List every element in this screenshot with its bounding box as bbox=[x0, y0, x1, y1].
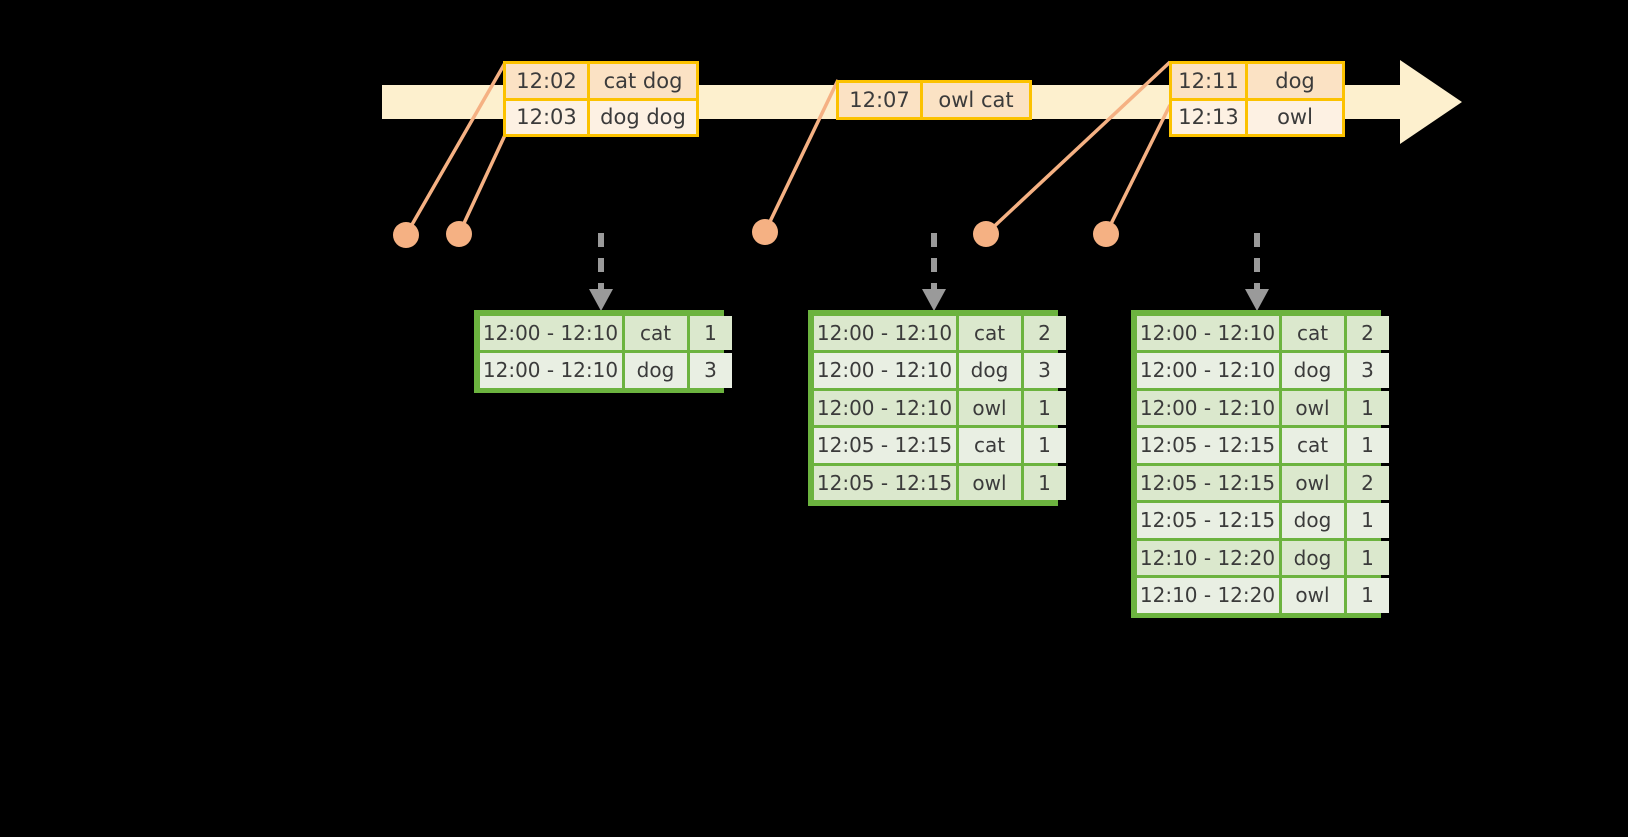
table-cell-word: cat bbox=[958, 315, 1021, 350]
table-cell-window: 12:00 - 12:10 bbox=[813, 315, 956, 350]
table-cell-count: 1 bbox=[1346, 390, 1389, 425]
event-value: owl cat bbox=[923, 83, 1029, 117]
table-cell-window: 12:05 - 12:15 bbox=[1136, 465, 1279, 500]
connector-dot bbox=[393, 222, 419, 248]
timeline-arrow-shaft-wide bbox=[1380, 85, 1406, 119]
connector-dots bbox=[393, 219, 1119, 248]
event-value: dog dog bbox=[590, 100, 696, 134]
table-cell-word: owl bbox=[1281, 465, 1344, 500]
table-cell-count: 1 bbox=[1346, 578, 1389, 613]
table-cell-window: 12:10 - 12:20 bbox=[1136, 540, 1279, 575]
table-cell-window: 12:00 - 12:10 bbox=[479, 353, 622, 388]
dashed-arrowhead bbox=[589, 289, 613, 311]
table-cell-word: cat bbox=[1281, 428, 1344, 463]
table-cell-word: dog bbox=[1281, 353, 1344, 388]
event-row[interactable]: 12:11 dog bbox=[1172, 64, 1342, 98]
connector-line-2 bbox=[457, 134, 507, 235]
dashed-arrowhead bbox=[1245, 289, 1269, 311]
table-cell-word: cat bbox=[958, 428, 1021, 463]
table-cell-window: 12:00 - 12:10 bbox=[479, 315, 622, 350]
table-cell-word: cat bbox=[624, 315, 687, 350]
table-cell-count: 2 bbox=[1346, 315, 1389, 350]
event-row[interactable]: 12:13 owl bbox=[1172, 97, 1342, 134]
table-cell-count: 1 bbox=[1346, 503, 1389, 538]
event-value: owl bbox=[1248, 100, 1342, 134]
table-cell-count: 3 bbox=[689, 353, 732, 388]
event-group-2[interactable]: 12:07 owl cat bbox=[836, 80, 1032, 120]
table-cell-word: owl bbox=[958, 465, 1021, 500]
connector-dot bbox=[446, 221, 472, 247]
table-cell-count: 1 bbox=[1346, 540, 1389, 575]
table-cell-window: 12:00 - 12:10 bbox=[1136, 390, 1279, 425]
table-cell-count: 1 bbox=[1346, 428, 1389, 463]
table-cell-window: 12:00 - 12:10 bbox=[1136, 353, 1279, 388]
table-cell-window: 12:00 - 12:10 bbox=[813, 353, 956, 388]
table-cell-window: 12:00 - 12:10 bbox=[813, 390, 956, 425]
dashed-arrow-heads bbox=[589, 289, 1269, 311]
table-cell-word: cat bbox=[1281, 315, 1344, 350]
event-group-3[interactable]: 12:11 dog 12:13 owl bbox=[1169, 61, 1345, 137]
event-row[interactable]: 12:03 dog dog bbox=[506, 97, 696, 134]
table-cell-count: 3 bbox=[1023, 353, 1066, 388]
table-cell-word: dog bbox=[1281, 540, 1344, 575]
table-cell-count: 1 bbox=[1023, 390, 1066, 425]
table-cell-window: 12:05 - 12:15 bbox=[1136, 428, 1279, 463]
table-cell-count: 1 bbox=[1023, 428, 1066, 463]
table-cell-word: dog bbox=[624, 353, 687, 388]
event-group-1[interactable]: 12:02 cat dog 12:03 dog dog bbox=[503, 61, 699, 137]
table-cell-word: dog bbox=[958, 353, 1021, 388]
event-time: 12:13 bbox=[1172, 100, 1248, 134]
table-cell-word: dog bbox=[1281, 503, 1344, 538]
dashed-arrowhead bbox=[922, 289, 946, 311]
event-row[interactable]: 12:07 owl cat bbox=[839, 83, 1029, 117]
table-cell-word: owl bbox=[958, 390, 1021, 425]
table-cell-count: 2 bbox=[1346, 465, 1389, 500]
event-value: cat dog bbox=[590, 64, 696, 98]
table-cell-count: 3 bbox=[1346, 353, 1389, 388]
timeline-arrowhead bbox=[1400, 60, 1462, 144]
event-time: 12:02 bbox=[506, 64, 590, 98]
table-cell-count: 2 bbox=[1023, 315, 1066, 350]
table-cell-word: owl bbox=[1281, 578, 1344, 613]
connector-line-5 bbox=[1104, 104, 1172, 235]
event-time: 12:11 bbox=[1172, 64, 1248, 98]
event-time: 12:03 bbox=[506, 100, 590, 134]
table-cell-window: 12:10 - 12:20 bbox=[1136, 578, 1279, 613]
connector-dot bbox=[1093, 221, 1119, 247]
connector-dot bbox=[752, 219, 778, 245]
event-row[interactable]: 12:02 cat dog bbox=[506, 64, 696, 98]
table-cell-count: 1 bbox=[1023, 465, 1066, 500]
table-cell-window: 12:05 - 12:15 bbox=[813, 465, 956, 500]
table-cell-count: 1 bbox=[689, 315, 732, 350]
table-cell-window: 12:05 - 12:15 bbox=[813, 428, 956, 463]
connector-dot bbox=[973, 221, 999, 247]
event-value: dog bbox=[1248, 64, 1342, 98]
table-cell-word: owl bbox=[1281, 390, 1344, 425]
event-time: 12:07 bbox=[839, 83, 923, 117]
table-cell-window: 12:05 - 12:15 bbox=[1136, 503, 1279, 538]
table-cell-window: 12:00 - 12:10 bbox=[1136, 315, 1279, 350]
